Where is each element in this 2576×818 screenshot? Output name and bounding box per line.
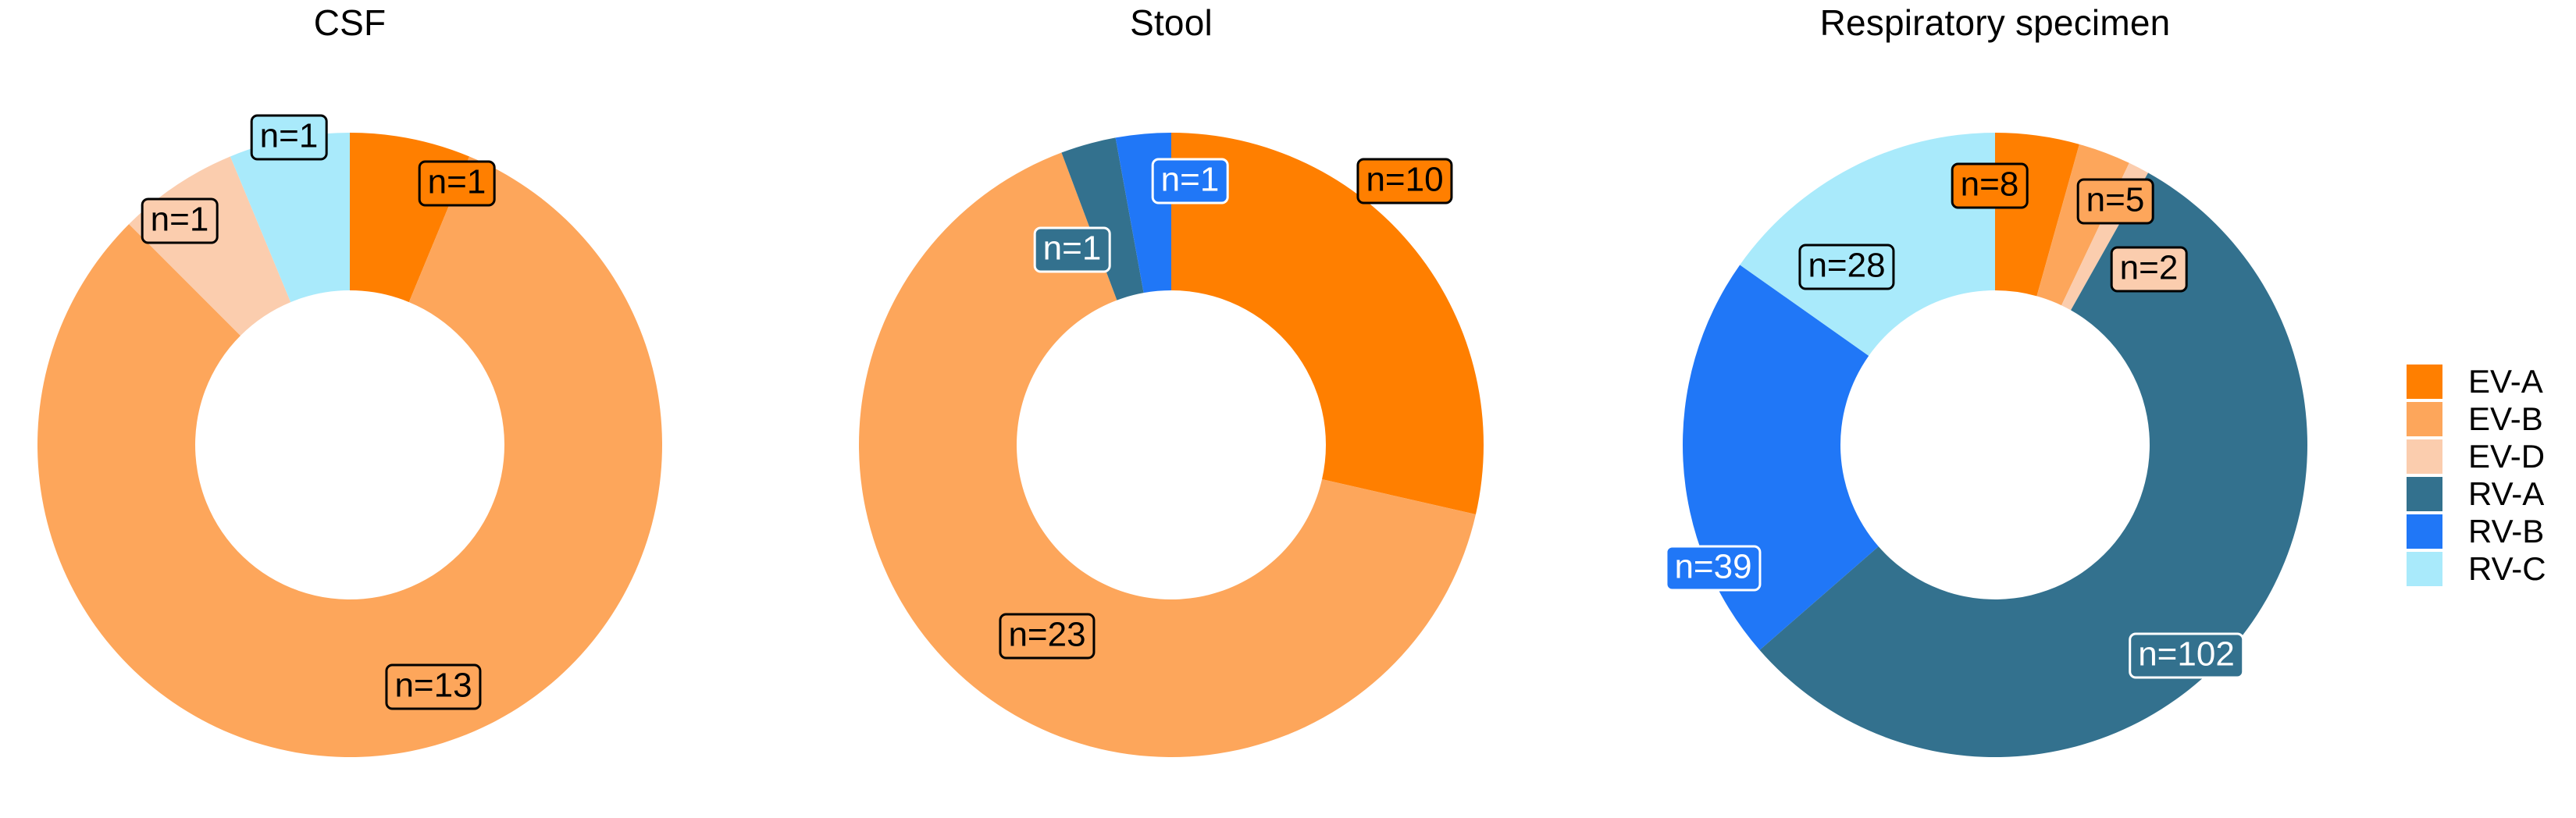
panel-title-respiratory: Respiratory specimen <box>1819 2 2171 43</box>
legend-item-rv-a[interactable]: RV-A <box>2407 475 2571 513</box>
slice-label-respiratory-rv-b: n=39 <box>1665 545 1762 592</box>
legend-item-ev-a[interactable]: EV-A <box>2407 363 2571 400</box>
slice-label-respiratory-ev-a: n=8 <box>1951 162 2029 209</box>
panel-title-stool: Stool <box>1130 2 1213 43</box>
slice-label-stool-ev-a: n=10 <box>1356 158 1453 204</box>
legend-item-ev-b[interactable]: EV-B <box>2407 400 2571 438</box>
legend-swatch-icon-ev-d <box>2407 439 2442 474</box>
donut-slice-stool-ev-b[interactable] <box>858 152 1476 758</box>
legend-swatch-icon-ev-b <box>2407 402 2442 436</box>
slice-label-csf-rv-c: n=1 <box>250 114 328 161</box>
donut-panel-csf: CSF n=1 n=13 n=1 n=1 <box>0 0 756 818</box>
slice-label-respiratory-ev-b: n=5 <box>2076 178 2154 225</box>
legend-label-ev-b: EV-B <box>2468 400 2543 437</box>
donut-chart-stool <box>858 133 1484 758</box>
donut-chart-csf <box>37 133 662 757</box>
legend-swatch-icon-rv-a <box>2407 477 2442 511</box>
donut-panel-respiratory: Respiratory specimen n=8 n=5 n=2 n=102 n=39 n=… <box>1589 0 2401 818</box>
donut-panel-stool: Stool n=10 n=23 n=1 n=1 <box>765 0 1577 818</box>
donut-slice-csf-rv-c[interactable] <box>230 133 350 303</box>
donut-slice-csf-ev-b[interactable] <box>37 156 662 757</box>
slice-label-csf-ev-d: n=1 <box>141 197 219 244</box>
panel-title-csf: CSF <box>313 2 387 43</box>
slice-label-csf-ev-b: n=13 <box>385 663 482 710</box>
legend-label-ev-d: EV-D <box>2468 438 2546 475</box>
donut-slice-stool-rv-a[interactable] <box>1061 137 1144 301</box>
donut-slice-respiratory-rv-a[interactable] <box>1759 172 2307 758</box>
slice-label-stool-rv-b: n=1 <box>1151 158 1229 204</box>
slice-label-csf-ev-a: n=1 <box>418 160 496 207</box>
legend-swatch-icon-rv-c <box>2407 552 2442 586</box>
slice-label-respiratory-ev-d: n=2 <box>2110 246 2188 293</box>
legend-item-rv-b[interactable]: RV-B <box>2407 513 2571 550</box>
slice-label-stool-ev-b: n=23 <box>999 613 1096 660</box>
legend-item-ev-d[interactable]: EV-D <box>2407 438 2571 475</box>
donut-chart-respiratory <box>1683 132 2307 758</box>
legend-label-rv-b: RV-B <box>2468 513 2545 549</box>
slice-label-respiratory-rv-c: n=28 <box>1798 244 1895 290</box>
legend-label-rv-a: RV-A <box>2468 475 2545 512</box>
slice-label-stool-rv-a: n=1 <box>1033 226 1111 273</box>
legend-label-rv-c: RV-C <box>2468 550 2546 587</box>
slice-label-respiratory-rv-a: n=102 <box>2129 632 2244 679</box>
legend-label-ev-a: EV-A <box>2468 363 2543 400</box>
donut-slice-stool-ev-a[interactable] <box>1171 133 1484 515</box>
legend-swatch-icon-ev-a <box>2407 365 2442 399</box>
legend-item-rv-c[interactable]: RV-C <box>2407 550 2571 588</box>
legend-swatch-icon-rv-b <box>2407 514 2442 549</box>
